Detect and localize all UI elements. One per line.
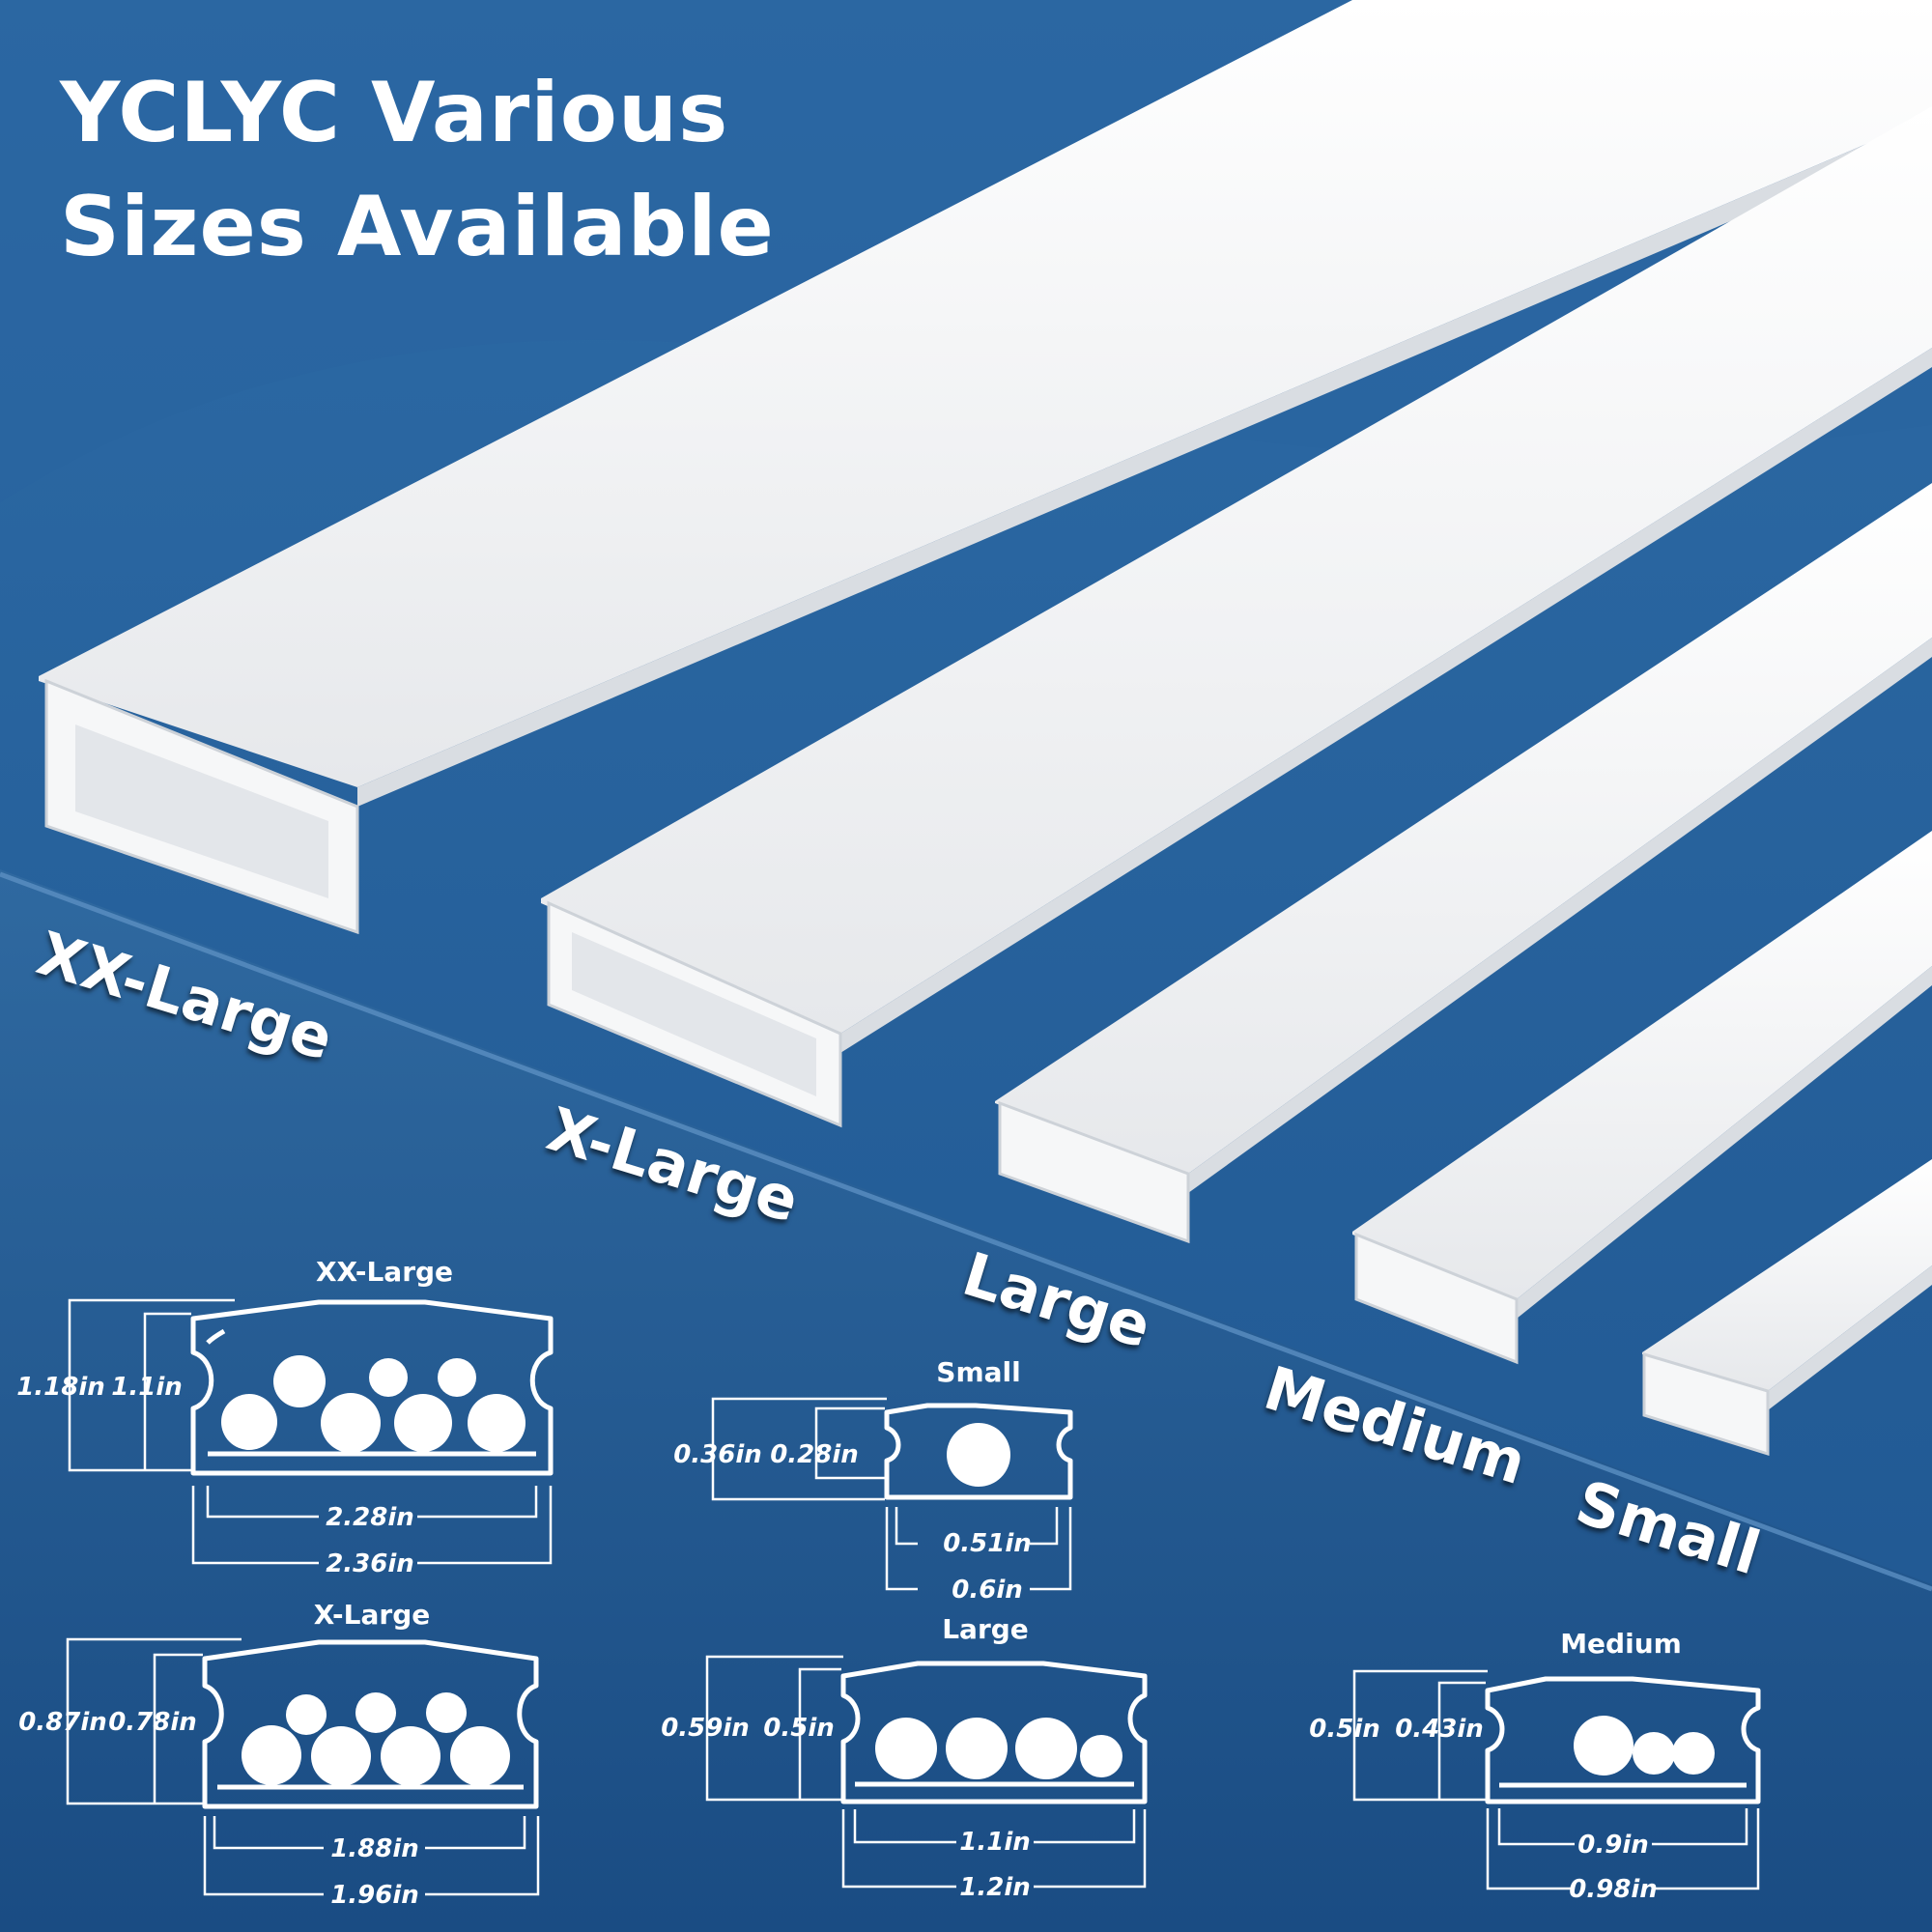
diagram-small-inner-width: 0.51in [943, 1529, 1032, 1558]
diagram-small-outer-width: 0.6in [952, 1576, 1023, 1605]
diagram-medium-outer-height: 0.5in [1309, 1715, 1380, 1744]
diagram-xxlarge-title: XX-Large [315, 1256, 454, 1288]
diagram-large-outer-height: 0.59in [661, 1714, 750, 1743]
diagram-small-graphic [711, 1397, 1073, 1591]
diagram-xlarge-outer-height: 0.87in [18, 1708, 107, 1737]
diagram-medium-inner-height: 0.43in [1395, 1715, 1484, 1744]
channel-xlarge [541, 106, 1932, 1128]
diagram-xxlarge-inner-width: 2.28in [326, 1503, 414, 1532]
diagram-xxlarge-outer-height: 1.18in [16, 1373, 105, 1402]
headline-line-2: Sizes Available [60, 179, 775, 275]
diagram-large-title: Large [942, 1613, 1029, 1645]
channel-medium [1352, 831, 1932, 1365]
diagram-large: Large 0.59in 0.5in 1.1in 1.2in [657, 1608, 1179, 1918]
diagram-medium-title: Medium [1560, 1628, 1682, 1660]
diagram-xlarge: X-Large 0.87in 0.78in 1.88in 1.96in [0, 1589, 580, 1918]
diagram-medium-outer-width: 0.98in [1569, 1875, 1658, 1904]
diagram-xlarge-title: X-Large [313, 1599, 431, 1631]
diagram-xlarge-outer-width: 1.96in [330, 1881, 419, 1910]
diagram-xlarge-graphic [66, 1637, 540, 1896]
diagram-small-inner-height: 0.28in [770, 1440, 859, 1469]
diagram-xlarge-inner-width: 1.88in [330, 1834, 419, 1863]
channel-xxlarge [39, 0, 1932, 935]
diagram-large-inner-width: 1.1in [959, 1828, 1031, 1857]
diagram-large-outer-width: 1.2in [959, 1873, 1031, 1902]
diagram-small: Small 0.36in 0.28in 0.51in 0.6in [657, 1352, 1101, 1613]
diagram-small-title: Small [936, 1356, 1021, 1388]
channel-small [1642, 1159, 1932, 1457]
diagram-xxlarge: XX-Large 1.18in 1.1in 2.28in 2.36in [0, 1246, 580, 1584]
headline: YCLYC Various Sizes Available [60, 56, 775, 284]
diagram-xxlarge-inner-height: 1.1in [111, 1373, 183, 1402]
diagram-large-inner-height: 0.5in [763, 1714, 835, 1743]
diagram-xlarge-inner-height: 0.78in [108, 1708, 197, 1737]
diagram-xxlarge-graphic [68, 1298, 554, 1565]
diagram-medium: Medium 0.5in 0.43in 0.9in 0.98in [1285, 1623, 1787, 1922]
diagram-medium-inner-width: 0.9in [1577, 1831, 1649, 1860]
headline-line-1: YCLYC Various [60, 65, 729, 161]
diagram-small-outer-height: 0.36in [673, 1440, 762, 1469]
diagram-large-graphic [705, 1655, 1148, 1889]
channel-large [995, 483, 1932, 1244]
diagram-xxlarge-outer-width: 2.36in [326, 1549, 414, 1578]
diagram-medium-graphic [1352, 1669, 1761, 1890]
